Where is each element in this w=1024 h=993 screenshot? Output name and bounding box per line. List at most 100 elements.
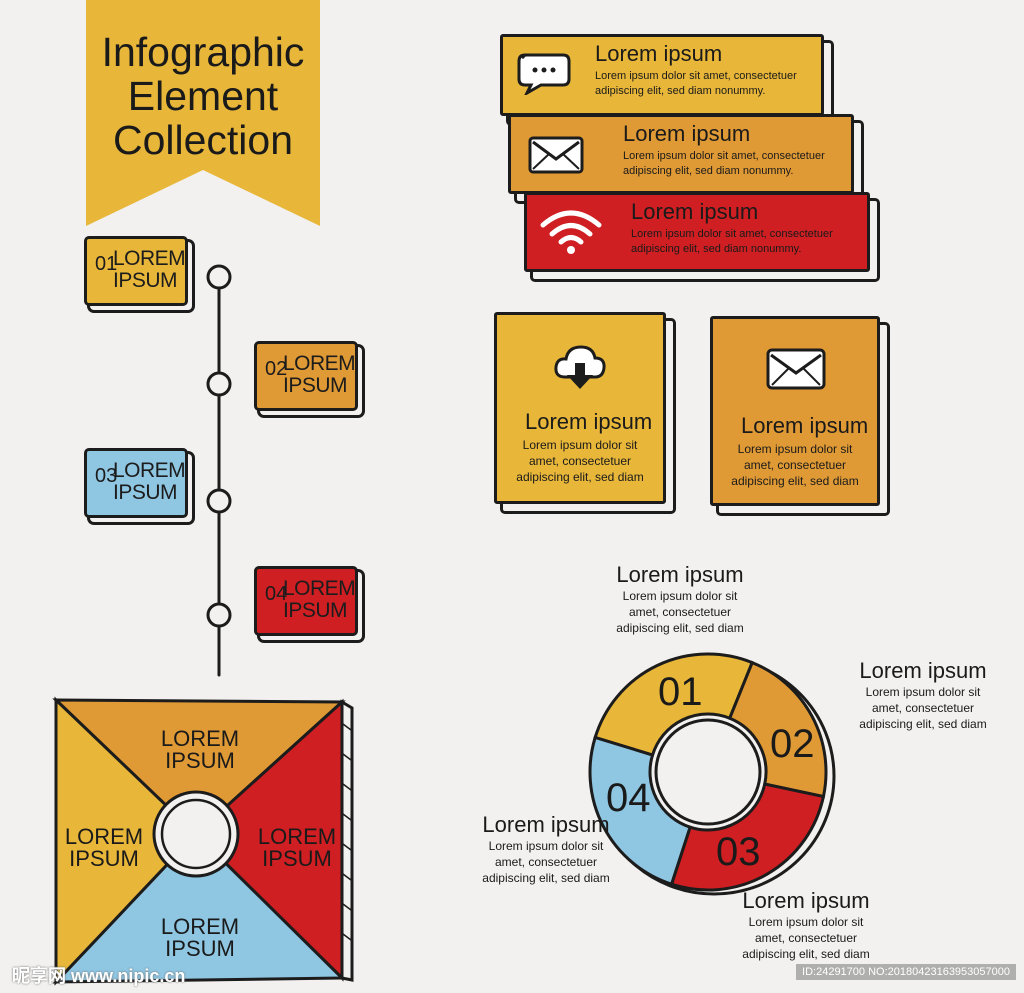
square-label-right: LOREM IPSUM [242, 826, 352, 870]
info-bar-desc-line2: adipiscing elit, sed diam nonummy. [623, 165, 794, 177]
square-diagram [52, 696, 354, 986]
title-line-2: Element [127, 73, 279, 119]
donut-label-desc-line3: adipiscing elit, sed diam [482, 871, 610, 885]
cloud-download-icon [554, 345, 606, 389]
info-card-desc-line1: Lorem ipsum dolor sit [522, 438, 638, 452]
donut-label-desc-line3: adipiscing elit, sed diam [859, 717, 987, 731]
donut-label-desc-line1: Lorem ipsum dolor sit [748, 915, 864, 929]
info-bar-desc-line1: Lorem ipsum dolor sit amet, consectetuer [623, 150, 825, 162]
donut-label-title: Lorem ipsum [742, 888, 870, 913]
donut-label-right: Lorem ipsum Lorem ipsum dolor sit amet, … [828, 658, 1018, 732]
square-label-top: LOREM IPSUM [145, 728, 255, 772]
donut-number-03: 03 [716, 830, 761, 874]
info-card-desc-line3: adipiscing elit, sed diam [731, 474, 859, 488]
info-bar-desc-line2: adipiscing elit, sed diam nonummy. [631, 243, 802, 255]
timeline-item-04: 04 LOREM IPSUM [254, 566, 358, 636]
square-segment-left [54, 696, 199, 986]
info-card-1: Lorem ipsum Lorem ipsum dolor sit amet, … [494, 312, 666, 504]
info-bar-title: Lorem ipsum [595, 41, 723, 66]
donut-label-title: Lorem ipsum [859, 658, 987, 683]
timeline-item-number: 02 [265, 358, 288, 380]
timeline-item-number: 03 [95, 465, 118, 487]
info-card-2: Lorem ipsum Lorem ipsum dolor sit amet, … [710, 316, 880, 506]
donut-segment-04 [588, 735, 692, 887]
donut-segment-03 [669, 782, 826, 892]
chat-bubble-icon [517, 53, 571, 95]
donut-number-02: 02 [770, 722, 815, 766]
donut-diagram [588, 652, 836, 896]
info-card-title: Lorem ipsum [741, 413, 869, 438]
info-card-desc-line2: amet, consectetuer [528, 454, 632, 468]
square-label-left-line1: LOREM [64, 824, 144, 849]
timeline-item-label-line1: LOREM [283, 352, 356, 375]
info-bar-desc-line1: Lorem ipsum dolor sit amet, consectetuer [631, 228, 833, 240]
square-label-left-line2: IPSUM [69, 846, 139, 871]
timeline-item-label-line2: IPSUM [283, 374, 348, 397]
donut-label-desc-line3: adipiscing elit, sed diam [616, 621, 744, 635]
timeline-item-label-line1: LOREM [113, 459, 186, 482]
donut-segment-02 [727, 660, 828, 799]
info-card-title: Lorem ipsum [525, 409, 653, 434]
donut-label-title: Lorem ipsum [616, 562, 744, 587]
square-label-bottom-line2: IPSUM [165, 936, 235, 961]
donut-label-desc-line2: amet, consectetuer [871, 701, 975, 715]
square-label-left: LOREM IPSUM [49, 826, 159, 870]
info-bar-title: Lorem ipsum [623, 121, 751, 146]
timeline-node [206, 264, 232, 290]
square-label-right-line1: LOREM [257, 824, 337, 849]
donut-number-04: 04 [606, 776, 651, 820]
title-line-3: Collection [112, 117, 294, 163]
donut-number-01: 01 [658, 670, 703, 714]
info-bar-1: Lorem ipsum Lorem ipsum dolor sit amet, … [500, 34, 824, 116]
timeline-item-label-line1: LOREM [113, 247, 186, 270]
square-label-bottom: LOREM IPSUM [145, 916, 255, 960]
donut-label-desc-line2: amet, consectetuer [494, 855, 598, 869]
donut-label-left: Lorem ipsum Lorem ipsum dolor sit amet, … [446, 812, 646, 886]
info-bar-desc-line1: Lorem ipsum dolor sit amet, consectetuer [595, 70, 797, 82]
timeline-line [206, 264, 232, 677]
timeline-node [206, 371, 232, 397]
info-bar-3: Lorem ipsum Lorem ipsum dolor sit amet, … [524, 192, 870, 272]
timeline-item-label-line2: IPSUM [113, 269, 178, 292]
square-label-right-line2: IPSUM [262, 846, 332, 871]
info-card-desc: Lorem ipsum dolor sit amet, consectetuer… [713, 441, 877, 489]
timeline-node [206, 488, 232, 514]
info-bar-title: Lorem ipsum [631, 199, 759, 224]
timeline-item-02: 02 LOREM IPSUM [254, 341, 358, 411]
donut-hole [654, 718, 762, 826]
info-card-desc-line3: adipiscing elit, sed diam [516, 470, 644, 484]
timeline-item-label-line1: LOREM [283, 577, 356, 600]
timeline-item-01: 01 LOREM IPSUM [84, 236, 188, 306]
timeline-item-number: 01 [95, 253, 118, 275]
title-ribbon [86, 0, 320, 226]
square-label-bottom-line1: LOREM [160, 914, 240, 939]
wifi-icon [540, 210, 602, 254]
info-card-desc: Lorem ipsum dolor sit amet, consectetuer… [497, 437, 663, 485]
donut-label-title: Lorem ipsum [482, 812, 610, 837]
donut-label-desc-line2: amet, consectetuer [754, 931, 858, 945]
donut-segment-01 [593, 652, 755, 757]
info-card-desc-line1: Lorem ipsum dolor sit [737, 442, 853, 456]
donut-label-desc-line1: Lorem ipsum dolor sit [865, 685, 981, 699]
title-line-1: Infographic [101, 29, 305, 75]
donut-label-top: Lorem ipsum Lorem ipsum dolor sit amet, … [582, 562, 778, 636]
timeline-item-number: 04 [265, 583, 288, 605]
square-label-top-line2: IPSUM [165, 748, 235, 773]
envelope-icon [528, 136, 584, 174]
donut-label-bottom: Lorem ipsum Lorem ipsum dolor sit amet, … [708, 888, 904, 962]
square-label-top-line1: LOREM [160, 726, 240, 751]
watermark-id: ID:24291700 NO:20180423163953057000 [796, 964, 1016, 980]
donut-label-desc-line1: Lorem ipsum dolor sit [622, 589, 738, 603]
timeline-item-label-line2: IPSUM [113, 481, 178, 504]
timeline-item-label-line2: IPSUM [283, 599, 348, 622]
timeline-node [206, 602, 232, 628]
watermark-site: 昵享网 www.nipic.cn [12, 966, 186, 986]
info-bar-2: Lorem ipsum Lorem ipsum dolor sit amet, … [508, 114, 854, 194]
info-card-desc-line2: amet, consectetuer [743, 458, 847, 472]
page-title: Infographic Element Collection [86, 30, 320, 162]
donut-label-desc-line1: Lorem ipsum dolor sit [488, 839, 604, 853]
donut-label-desc-line3: adipiscing elit, sed diam [742, 947, 870, 961]
donut-label-desc-line2: amet, consectetuer [628, 605, 732, 619]
envelope-icon [766, 348, 826, 390]
info-bar-desc-line2: adipiscing elit, sed diam nonummy. [595, 85, 766, 97]
